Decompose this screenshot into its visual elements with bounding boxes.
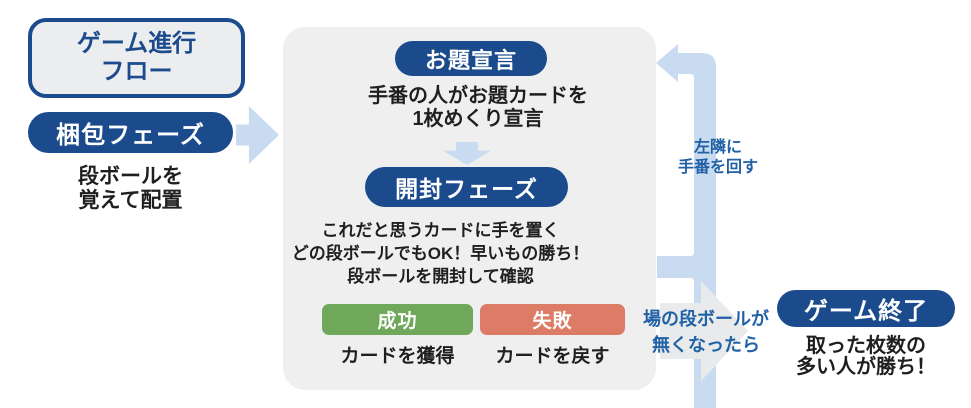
- declare-phase-desc: 手番の人がお題カードを 1枚めくり宣言: [328, 85, 628, 131]
- pass-turn-line1: 左隣に: [693, 139, 742, 156]
- game-end-pill: ゲーム終了: [777, 290, 955, 327]
- pass-turn-line2: 手番を回す: [677, 159, 758, 176]
- pass-turn-label: 左隣に 手番を回す: [663, 138, 773, 178]
- diagram-title-box: ゲーム進行 フロー: [28, 18, 245, 98]
- packing-phase-desc: 段ボールを 覚えて配置: [18, 165, 243, 213]
- success-desc: カードを獲得: [340, 346, 455, 367]
- opening-desc-line3: 段ボールを開封して確認: [347, 267, 534, 286]
- declare-phase-pill: お題宣言: [395, 41, 547, 76]
- round-panel: [283, 27, 656, 390]
- packing-desc-line1: 段ボールを: [78, 165, 183, 188]
- diagram-title-line1: ゲーム進行: [76, 30, 197, 57]
- end-condition-line1: 場の段ボールが: [643, 309, 769, 329]
- declare-desc-line2: 1枚めくり宣言: [412, 108, 544, 130]
- failure-label: 失敗: [532, 311, 573, 332]
- failure-box: 失敗: [480, 304, 625, 335]
- diagram-title-line2: フロー: [100, 58, 173, 85]
- game-end-desc-line1: 取った枚数の: [806, 335, 926, 357]
- success-box: 成功: [322, 304, 473, 335]
- declare-desc-line1: 手番の人がお題カードを: [368, 85, 588, 107]
- opening-phase-pill: 開封フェーズ: [365, 167, 568, 207]
- end-condition-label: 場の段ボールが 無くなったら: [631, 306, 781, 358]
- next-arrow-icon: [660, 281, 748, 381]
- end-condition-line2: 無くなったら: [652, 335, 760, 355]
- game-end-label: ゲーム終了: [803, 298, 929, 325]
- opening-desc-line1: これだと思うカードに手を置く: [321, 221, 560, 240]
- game-end-desc: 取った枚数の 多い人が勝ち！: [786, 336, 946, 378]
- declare-phase-label: お題宣言: [424, 47, 517, 73]
- opening-desc-line2: どの段ボールでもOK！早いもの勝ち！: [291, 244, 590, 263]
- success-label: 成功: [377, 311, 418, 332]
- game-end-desc-line2: 多い人が勝ち！: [796, 356, 936, 378]
- opening-phase-label: 開封フェーズ: [395, 176, 538, 202]
- opening-phase-desc: これだと思うカードに手を置く どの段ボールでもOK！早いもの勝ち！ 段ボールを開…: [283, 219, 598, 288]
- packing-desc-line2: 覚えて配置: [78, 189, 183, 212]
- failure-desc: カードを戻す: [495, 346, 610, 367]
- flow-arrow-right-icon: [236, 106, 279, 164]
- packing-phase-pill: 梱包フェーズ: [28, 112, 233, 153]
- packing-phase-label: 梱包フェーズ: [56, 122, 205, 149]
